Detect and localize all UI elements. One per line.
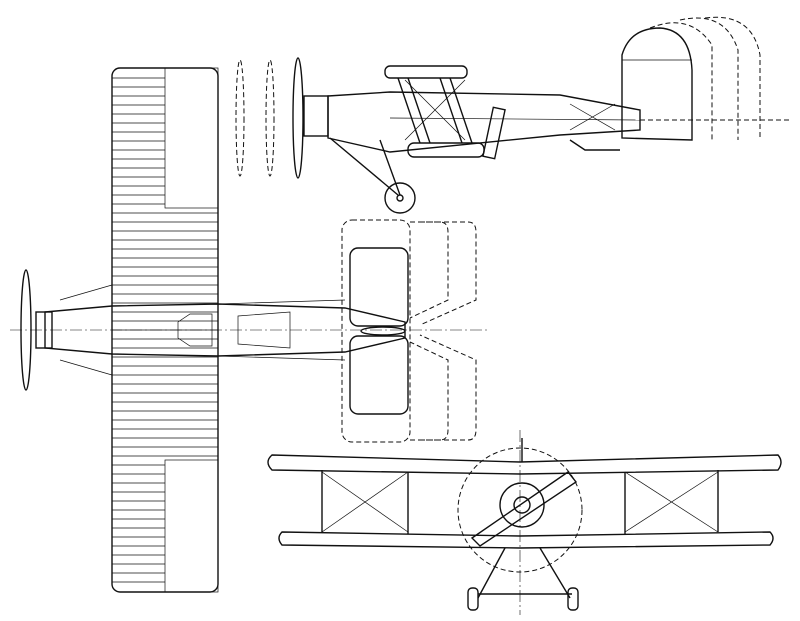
aileron-top bbox=[164, 67, 219, 209]
rudder bbox=[621, 27, 693, 141]
engine-top bbox=[35, 311, 53, 349]
tailplane-left bbox=[349, 247, 409, 327]
propeller-side bbox=[292, 57, 304, 179]
engine-side bbox=[303, 95, 329, 137]
lower-wing-side bbox=[407, 142, 485, 158]
propeller-front bbox=[470, 471, 578, 547]
propeller-top bbox=[20, 269, 32, 391]
wing-ribs bbox=[112, 77, 218, 583]
wheel-side bbox=[384, 182, 416, 214]
lower-wing-front bbox=[278, 531, 774, 549]
upper-wing-side bbox=[384, 65, 468, 79]
propeller-arc-dashed bbox=[235, 59, 245, 177]
cockpit-front bbox=[177, 313, 213, 347]
tailskid bbox=[569, 139, 620, 151]
tailplane-right bbox=[349, 335, 409, 415]
upper-wing-front bbox=[267, 454, 782, 475]
wheel-right bbox=[567, 587, 579, 611]
front-view bbox=[267, 430, 782, 615]
top-view bbox=[10, 67, 490, 593]
fuselage-side bbox=[327, 91, 641, 153]
cockpit-rear bbox=[237, 311, 291, 349]
engine-front bbox=[499, 482, 545, 528]
aileron-bottom bbox=[164, 459, 219, 593]
tailplane-outline-dashed bbox=[341, 219, 411, 443]
side-view bbox=[235, 16, 790, 214]
wheel-left bbox=[467, 587, 479, 611]
